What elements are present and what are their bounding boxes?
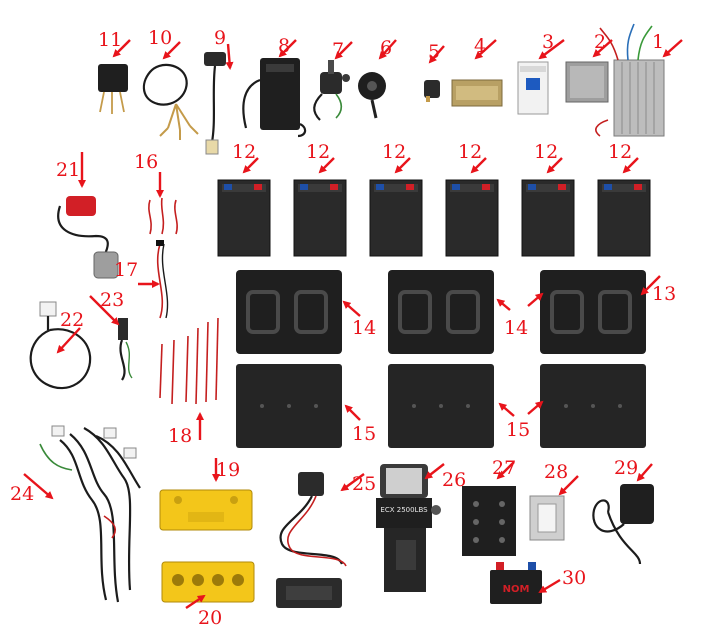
label-12c: 12	[382, 141, 406, 163]
battery-4	[445, 179, 499, 257]
part-30-battery: NOM	[490, 562, 542, 604]
label-23: 23	[100, 289, 124, 311]
part-17-long-cable	[156, 240, 169, 319]
part-12-batteries	[217, 179, 651, 257]
label-12b: 12	[306, 141, 330, 163]
part-16-short-cables	[148, 197, 178, 235]
label-2: 2	[594, 31, 606, 53]
label-30: 30	[562, 567, 586, 589]
label-12f: 12	[608, 141, 632, 163]
label-17: 17	[114, 259, 138, 281]
label-9: 9	[214, 27, 226, 49]
part-6-horn	[358, 72, 386, 119]
label-7: 7	[332, 39, 344, 61]
battery-5	[521, 179, 575, 257]
label-21: 21	[56, 159, 80, 181]
part-1-controller	[595, 23, 665, 137]
part-9-charge-port	[204, 52, 226, 155]
part-24-main-harness	[39, 425, 141, 603]
label-29: 29	[614, 457, 638, 479]
label-4: 4	[474, 35, 486, 57]
part-18-cable-set	[159, 317, 219, 405]
label-11: 11	[98, 29, 122, 51]
part-15-base-plate-3	[540, 364, 646, 448]
part-7-key-switch	[313, 60, 350, 121]
label-1: 1	[652, 31, 664, 53]
label-16: 16	[134, 151, 158, 173]
label-28: 28	[544, 461, 568, 483]
part-23-switch-wire	[118, 318, 133, 381]
part-20-terminal-block	[161, 561, 255, 603]
label-22: 22	[60, 309, 84, 331]
part-21-charge-socket	[57, 196, 119, 279]
label-10: 10	[148, 27, 172, 49]
label-14a: 14	[352, 317, 376, 339]
label-25: 25	[352, 473, 376, 495]
callout-labels: 1 2 3 4 5 6 7 8 9 10 11 12 12 12 12 12 1…	[10, 27, 676, 629]
label-26: 26	[442, 469, 466, 491]
part-4-rail-bracket	[451, 79, 503, 107]
part-25-winch-control	[276, 472, 347, 608]
part-10-harness	[142, 63, 199, 140]
winch-model-label: ECX 2500LBS	[380, 506, 428, 514]
part-14-battery-box-lid-1	[236, 270, 342, 354]
label-15a: 15	[352, 423, 376, 445]
part-27-mounting-plate	[462, 486, 516, 556]
part-15-base-plate-2	[388, 364, 494, 448]
part-15-base-plate-1	[236, 364, 342, 448]
label-12a: 12	[232, 141, 256, 163]
label-14b: 14	[504, 317, 528, 339]
label-12d: 12	[458, 141, 482, 163]
part-2-controller-box	[565, 61, 609, 103]
label-20: 20	[198, 607, 222, 629]
label-8: 8	[278, 35, 290, 57]
battery-1	[217, 179, 271, 257]
label-13: 13	[652, 283, 676, 305]
label-24: 24	[10, 483, 34, 505]
label-18: 18	[168, 425, 192, 447]
part-13-battery-box-lid-3	[540, 270, 646, 354]
label-19: 19	[216, 459, 240, 481]
part-14-battery-box-lid-2	[388, 270, 494, 354]
battery-brand-label: NOM	[503, 584, 530, 595]
part-3-circuit-breaker	[517, 61, 549, 115]
part-22-throttle-wire	[29, 301, 92, 390]
label-15b: 15	[506, 419, 530, 441]
part-8-charger	[242, 58, 307, 138]
label-27: 27	[492, 457, 516, 479]
part-19-terminal-block	[159, 489, 253, 531]
callout-arrows	[23, 39, 683, 609]
label-12e: 12	[534, 141, 558, 163]
battery-3	[369, 179, 423, 257]
part-11-relay	[98, 64, 128, 114]
label-6: 6	[380, 37, 392, 59]
part-28-fairlead	[529, 495, 565, 541]
part-5-connector	[424, 80, 440, 102]
battery-6	[597, 179, 651, 257]
label-3: 3	[542, 31, 554, 53]
label-5: 5	[428, 41, 440, 63]
part-26-winch: ECX 2500LBS	[376, 464, 441, 592]
part-29-adapter	[592, 484, 654, 565]
battery-2	[293, 179, 347, 257]
